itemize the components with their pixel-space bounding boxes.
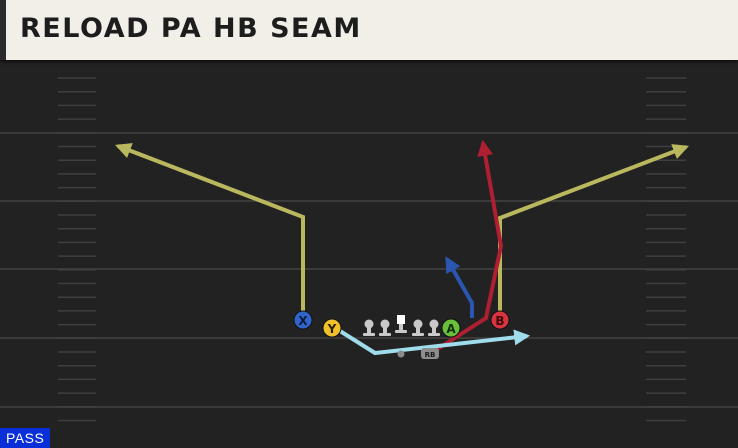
a-route-seam: [445, 256, 474, 318]
offensive-line: [363, 315, 440, 336]
b-button-icon[interactable]: B: [490, 310, 510, 330]
quarterback-marker: [397, 350, 405, 358]
hash-marks-right: [646, 77, 686, 422]
a-button-icon[interactable]: A: [441, 318, 461, 338]
lineman-icon: [363, 319, 375, 336]
y-label: Y: [327, 322, 337, 336]
rb-label: RB: [425, 351, 436, 359]
rb-route-seam: [434, 139, 504, 352]
x-route-corner: [115, 143, 305, 318]
yard-lines: [0, 132, 738, 408]
field-background: [0, 60, 738, 448]
y-route-drag: [338, 329, 531, 356]
hash-marks-left: [58, 77, 96, 422]
lineman-icon: [412, 319, 424, 336]
lineman-icon: [428, 319, 440, 336]
b-route-corner: [498, 144, 689, 318]
rb-tag-icon[interactable]: RB: [421, 348, 439, 359]
play-type-badge: PASS: [0, 428, 51, 448]
a-label: A: [446, 322, 456, 336]
x-label: X: [298, 314, 308, 328]
play-title: RELOAD PA HB SEAM: [20, 13, 362, 44]
y-button-icon[interactable]: Y: [322, 318, 342, 338]
b-label: B: [495, 314, 504, 328]
center-icon: [395, 315, 407, 333]
x-button-icon[interactable]: X: [293, 310, 313, 330]
title-bar: RELOAD PA HB SEAM: [0, 0, 738, 60]
lineman-icon: [379, 319, 391, 336]
